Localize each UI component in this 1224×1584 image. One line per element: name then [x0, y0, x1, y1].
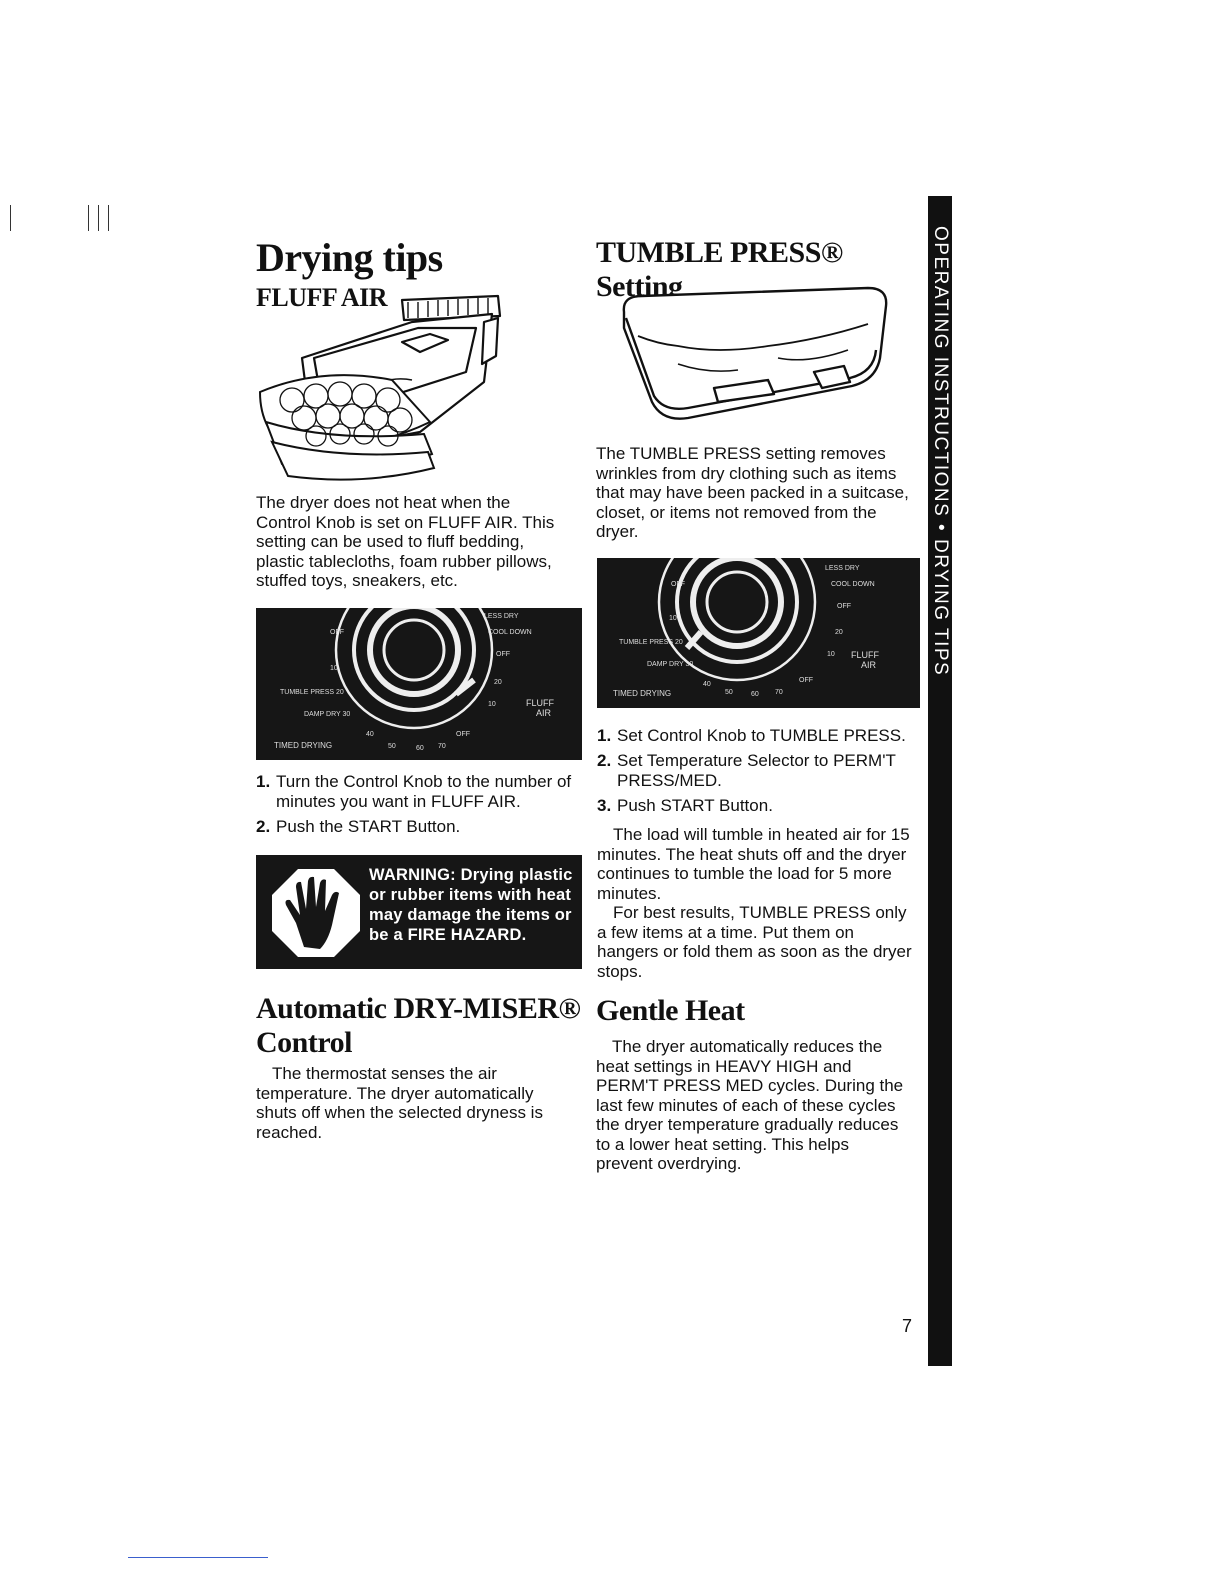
- label-20: 20: [494, 679, 502, 686]
- section-sidebar: OPERATING INSTRUCTIONS • DRYING TIPS: [928, 196, 952, 1366]
- dry-miser-heading-line2: Control: [256, 1026, 352, 1059]
- fluff-air-steps: 1.Turn the Control Knob to the number of…: [256, 772, 576, 842]
- fluff-air-description: The dryer does not heat when the Control…: [256, 493, 555, 590]
- label-10-right: 10: [827, 651, 835, 658]
- label-damp-dry: DAMP DRY 30: [647, 661, 693, 668]
- tumble-press-steps: 1.Set Control Knob to TUMBLE PRESS. 2.Se…: [597, 726, 921, 821]
- tumble-press-step-3: 3.Push START Button.: [597, 796, 773, 815]
- label-70: 70: [438, 743, 446, 750]
- sidebar-label: OPERATING INSTRUCTIONS • DRYING TIPS: [930, 226, 951, 677]
- control-knob: [690, 558, 784, 649]
- label-50: 50: [725, 689, 733, 696]
- dial-bezel: [352, 608, 476, 712]
- tumble-press-description: The TUMBLE PRESS setting removes wrinkle…: [596, 444, 909, 541]
- control-knob: [367, 608, 461, 697]
- warning-text: WARNING: Drying plastic or rubber items …: [369, 866, 573, 944]
- label-less-dry: LESS DRY: [484, 613, 519, 620]
- suitcase-illustration: [622, 286, 888, 420]
- gentle-heat-heading: Gentle Heat: [596, 994, 745, 1027]
- label-fluff: FLUFF: [526, 698, 555, 708]
- tumble-press-para-2: For best results, TUMBLE PRESS only a fe…: [597, 903, 912, 981]
- label-air: AIR: [861, 660, 877, 670]
- label-60: 60: [751, 691, 759, 698]
- bottom-rule: [128, 1557, 268, 1558]
- tumble-press-step-1: 1.Set Control Knob to TUMBLE PRESS.: [597, 726, 906, 745]
- gentle-heat-description: The dryer automatically reduces the heat…: [596, 1037, 904, 1173]
- label-10-left: 10: [669, 615, 677, 622]
- fluff-air-step-2: 2.Push the START Button.: [256, 817, 461, 836]
- fluff-air-step-1: 1.Turn the Control Knob to the number of…: [256, 772, 572, 811]
- dry-miser-description: The thermostat senses the air temperatur…: [256, 1064, 543, 1142]
- label-cool-down: COOL DOWN: [831, 581, 875, 588]
- label-off-left: OFF: [671, 581, 685, 588]
- label-air: AIR: [536, 708, 552, 718]
- label-off-left: OFF: [330, 629, 344, 636]
- label-off-bottom: OFF: [456, 731, 470, 738]
- tumble-press-details: The load will tumble in heated air for 1…: [597, 825, 917, 981]
- dry-miser-heading-line1: Automatic DRY-MISER®: [256, 992, 581, 1025]
- label-timed-drying: TIMED DRYING: [613, 689, 671, 698]
- label-40: 40: [366, 731, 374, 738]
- margin-marks: [10, 205, 120, 231]
- label-timed-drying: TIMED DRYING: [274, 741, 332, 750]
- label-40: 40: [703, 681, 711, 688]
- label-20: 20: [835, 629, 843, 636]
- label-tumble-press: TUMBLE PRESS 20: [619, 639, 683, 646]
- bedding-illustration: [258, 294, 502, 481]
- control-knob-panel-tumble-press: TIMED DRYING FLUFF AIR LESS DRY COOL DOW…: [597, 558, 920, 708]
- label-10-left: 10: [330, 665, 338, 672]
- hand-stop-icon: [272, 869, 360, 957]
- fluff-air-heading: FLUFF AIR: [256, 283, 388, 312]
- dial-outer-ring: [334, 608, 494, 730]
- knob-pointer: [684, 630, 704, 650]
- label-fluff: FLUFF: [851, 650, 880, 660]
- label-damp-dry: DAMP DRY 30: [304, 711, 350, 718]
- control-knob-panel-fluff-air: TIMED DRYING FLUFF AIR LESS DRY COOL DOW…: [256, 608, 582, 760]
- label-10-right: 10: [488, 701, 496, 708]
- label-off: OFF: [837, 603, 851, 610]
- label-off-bottom: OFF: [799, 677, 813, 684]
- dry-miser-heading: Automatic DRY-MISER® Control: [256, 992, 586, 1060]
- label-less-dry: LESS DRY: [825, 565, 860, 572]
- label-tumble-press: TUMBLE PRESS 20: [280, 689, 344, 696]
- warning-box: WARNING: Drying plastic or rubber items …: [256, 855, 582, 969]
- tumble-press-step-2: 2.Set Temperature Selector to PERM'T PRE…: [597, 751, 896, 790]
- label-50: 50: [388, 743, 396, 750]
- label-off: OFF: [496, 651, 510, 658]
- page-number: 7: [902, 1316, 913, 1336]
- knob-pointer: [454, 677, 476, 697]
- tumble-press-heading: TUMBLE PRESS® Setting: [596, 236, 843, 303]
- page-title: Drying tips: [256, 235, 443, 280]
- tumble-press-para-1: The load will tumble in heated air for 1…: [597, 825, 910, 903]
- label-70: 70: [775, 689, 783, 696]
- label-cool-down: COOL DOWN: [488, 629, 532, 636]
- label-60: 60: [416, 745, 424, 752]
